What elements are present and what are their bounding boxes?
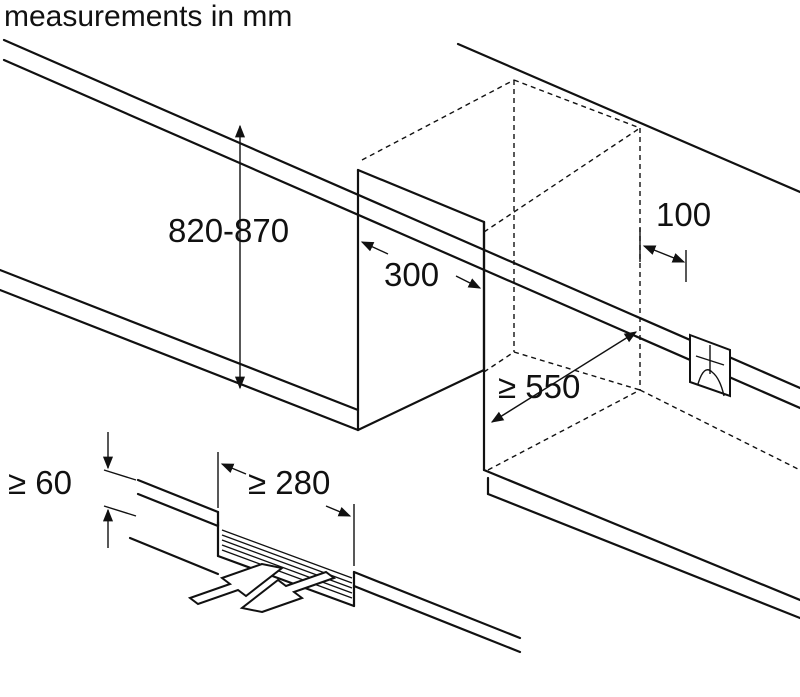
clearance-label: 100 [656, 196, 712, 233]
airflow-arrows-icon [187, 562, 337, 614]
side-panel [356, 168, 486, 432]
vent-height-label: ≥ 60 [8, 464, 72, 501]
power-socket-icon [689, 333, 731, 398]
left-cabinet [0, 168, 360, 432]
depth-dimension-arrows [360, 241, 482, 289]
width-dimension-line [490, 331, 638, 423]
right-cabinet [482, 220, 800, 620]
diagram-title: measurements in mm [4, 0, 293, 33]
vent-height-dimension [102, 432, 137, 548]
clearance-dimension-arrows [639, 228, 687, 282]
ventilation-plinth [128, 478, 522, 654]
vent-width-dimension [217, 452, 355, 566]
height-label: 820-870 [168, 212, 290, 249]
depth-label: 300 [384, 256, 440, 293]
worktop [2, 38, 800, 410]
vent-width-label: ≥ 280 [248, 464, 331, 501]
width-label: ≥ 550 [498, 368, 581, 405]
